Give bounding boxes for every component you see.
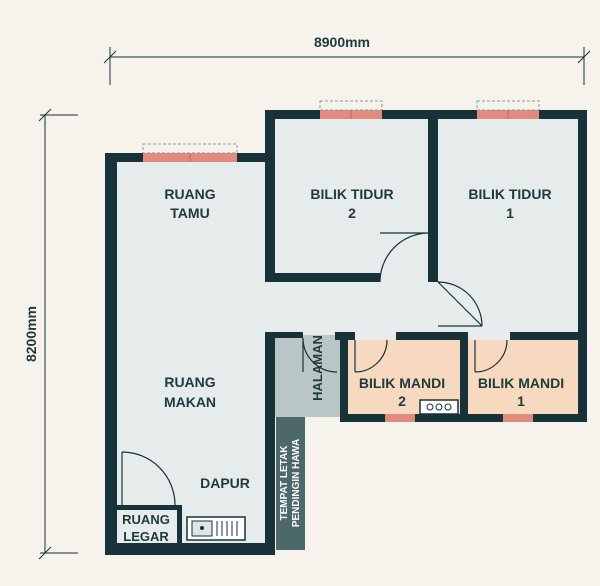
label-ruang-tamu-1: RUANG bbox=[164, 186, 215, 202]
corridor-floor bbox=[265, 115, 585, 340]
label-bilik-mandi-2-2: 2 bbox=[398, 393, 406, 409]
label-ruang-makan-1: RUANG bbox=[164, 374, 215, 390]
door-bilik-mandi-1 bbox=[474, 339, 508, 373]
label-bilik-mandi-1-2: 1 bbox=[517, 393, 525, 409]
stove bbox=[419, 399, 459, 415]
height-dimension-label: 8200mm bbox=[23, 306, 39, 362]
door-bilik-tidur-2 bbox=[379, 232, 429, 283]
doors bbox=[121, 232, 508, 506]
window-bathroom-1 bbox=[503, 414, 533, 422]
door-bilik-tidur-1 bbox=[437, 281, 483, 327]
label-halaman: HALAMAN bbox=[310, 335, 325, 401]
kitchen-sink bbox=[186, 516, 246, 541]
dimension-lines bbox=[38, 47, 591, 560]
label-ruang-legar-2: LEGAR bbox=[123, 529, 169, 544]
floors bbox=[110, 115, 585, 550]
label-ruang-tamu-2: TAMU bbox=[170, 205, 209, 221]
label-bilik-tidur-2-1: BILIK TIDUR bbox=[310, 186, 393, 202]
label-bilik-tidur-2-2: 2 bbox=[348, 205, 356, 221]
label-bilik-tidur-1-1: BILIK TIDUR bbox=[468, 186, 551, 202]
door-halaman bbox=[302, 337, 338, 373]
aircon-ledge bbox=[276, 417, 305, 550]
door-bilik-mandi-2 bbox=[354, 339, 388, 373]
walls bbox=[105, 110, 587, 555]
label-aircon-2: PENDINGIN HAWA bbox=[291, 439, 302, 527]
label-bilik-mandi-2-1: BILIK MANDI bbox=[359, 375, 445, 391]
living-dining-floor bbox=[110, 158, 270, 550]
width-dimension-label: 8900mm bbox=[314, 34, 370, 50]
label-bilik-tidur-1-2: 1 bbox=[506, 205, 514, 221]
bathroom-1-floor bbox=[465, 340, 580, 417]
halaman-floor bbox=[270, 335, 340, 417]
window-bathroom-2 bbox=[385, 414, 415, 422]
label-ruang-makan-2: MAKAN bbox=[164, 394, 216, 410]
door-ruang-legar bbox=[121, 451, 176, 506]
label-dapur: DAPUR bbox=[200, 475, 250, 491]
label-aircon-1: TEMPAT LETAK bbox=[279, 445, 290, 521]
label-bilik-mandi-1-1: BILIK MANDI bbox=[478, 375, 564, 391]
label-ruang-legar-1: RUANG bbox=[122, 512, 170, 527]
